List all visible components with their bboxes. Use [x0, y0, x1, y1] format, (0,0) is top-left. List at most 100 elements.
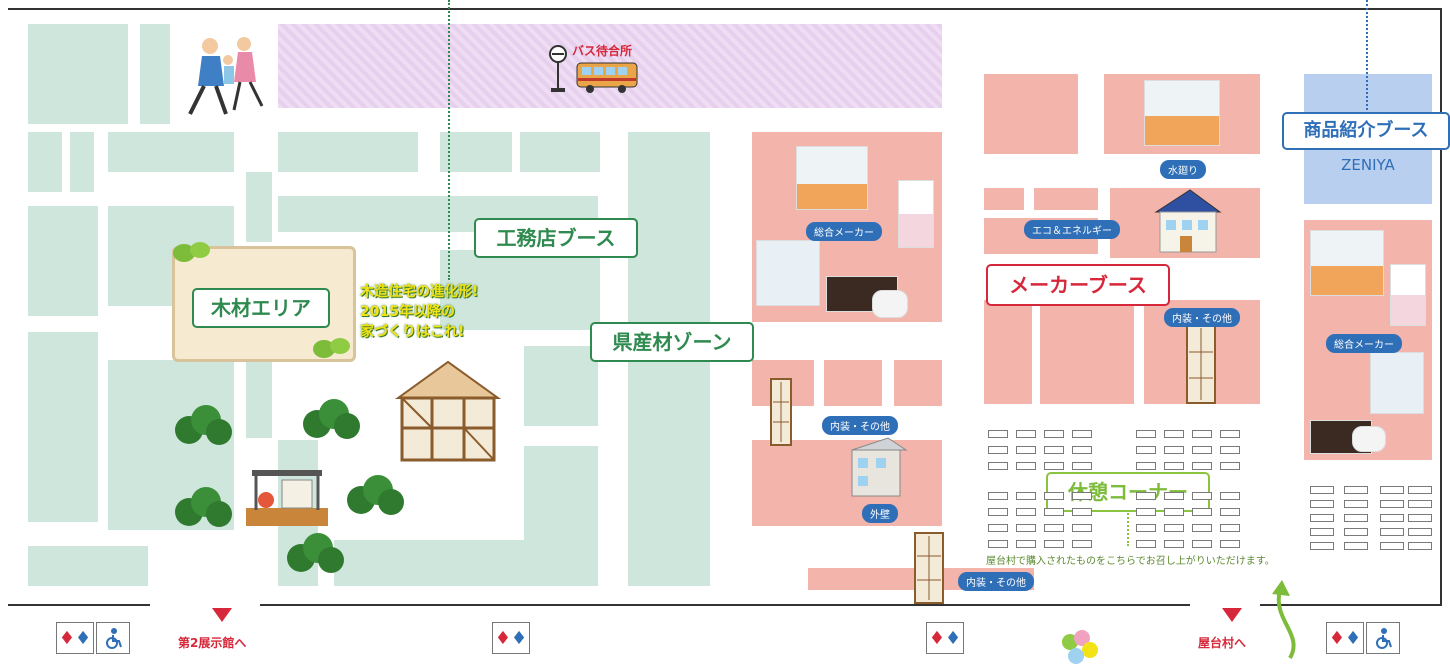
seat-mark [1136, 540, 1156, 548]
seat-mark [988, 524, 1008, 532]
seat-mark [1072, 430, 1092, 438]
seat-mark [1310, 500, 1334, 508]
seat-mark [1016, 462, 1036, 470]
pink-block [894, 360, 942, 406]
vanity-image [898, 180, 934, 248]
seat-mark [1380, 528, 1404, 536]
bus-stop-label: バス待合所 [572, 44, 633, 58]
seat-mark [1408, 514, 1432, 522]
exit-yatai[interactable]: 屋台村へ [1198, 606, 1268, 656]
restroom-icon[interactable]: ♦♦ [926, 622, 964, 654]
seat-mark [1220, 508, 1240, 516]
seat-mark [988, 430, 1008, 438]
general-maker-pill: 総合メーカー [1326, 334, 1402, 353]
restroom-icon[interactable]: ♦♦ [492, 622, 530, 654]
seat-mark [1072, 446, 1092, 454]
builder-booth-label: 工務店ブース [474, 218, 638, 258]
wheelchair-icon[interactable] [1366, 622, 1400, 654]
tree-icon [303, 399, 360, 439]
seat-mark [988, 492, 1008, 500]
seat-mark [1016, 446, 1036, 454]
seat-mark [1310, 514, 1334, 522]
seat-mark [1192, 462, 1212, 470]
seat-mark [1310, 542, 1334, 550]
seat-mark [1016, 492, 1036, 500]
mint-block [524, 446, 598, 586]
product-booth-sub-label: ZENIYA [1341, 156, 1395, 174]
entrance-gap [1190, 600, 1260, 610]
wood-area-label: 木材エリア [192, 288, 330, 328]
seat-mark [1344, 542, 1368, 550]
seat-mark [1072, 508, 1092, 516]
leaf-icon [313, 338, 350, 358]
bus-stop-sign-icon [549, 45, 567, 92]
seat-mark [1344, 486, 1368, 494]
general-maker-pill: 総合メーカー [806, 222, 882, 241]
mint-block [278, 132, 418, 172]
mint-block [108, 132, 234, 172]
seat-mark [1136, 446, 1156, 454]
rest-note: 屋台村で購入されたものをこちらでお召し上がりいただけます。 [986, 556, 1275, 567]
restroom-icon[interactable]: ♦♦ [1326, 622, 1364, 654]
mint-block [28, 332, 98, 522]
seat-mark [1164, 492, 1184, 500]
seat-mark [1164, 540, 1184, 548]
wood-caption-line: 木造住宅の進化形! [360, 284, 479, 300]
map-frame [8, 8, 1442, 606]
pink-block [984, 300, 1032, 404]
kitchen-image [1144, 80, 1220, 146]
exterior-wall-pill: 外壁 [862, 504, 898, 523]
product-booth-label: 商品紹介ブース [1282, 112, 1450, 150]
leader-line [1127, 506, 1129, 546]
seat-mark [988, 446, 1008, 454]
door-icon [914, 532, 944, 604]
exit-yatai-label: 屋台村へ [1198, 636, 1247, 650]
seat-mark [1192, 430, 1212, 438]
mint-block [246, 348, 272, 438]
rest-corner-label: 休憩コーナー [1046, 472, 1210, 512]
leader-line [1366, 0, 1368, 110]
tree-icon [287, 533, 344, 573]
tree-icon [347, 475, 404, 515]
prefecture-zone-label: 県産材ゾーン [590, 322, 754, 362]
kitchen-image [796, 146, 868, 210]
toilet-image [1352, 426, 1386, 452]
seat-mark [1044, 524, 1064, 532]
tree-icon [175, 487, 232, 527]
seat-mark [1136, 462, 1156, 470]
bathroom-image [1370, 352, 1424, 414]
bus-stop: バス待合所 [548, 40, 658, 100]
seat-mark [1164, 430, 1184, 438]
seat-mark [1072, 524, 1092, 532]
mint-block [70, 132, 94, 192]
mint-block [28, 546, 148, 586]
pink-block [1034, 188, 1098, 210]
seat-mark [1344, 528, 1368, 536]
pink-block [752, 440, 942, 526]
wheelchair-icon[interactable] [96, 622, 130, 654]
seat-mark [1192, 508, 1212, 516]
restroom-icon[interactable]: ♦♦ [56, 622, 94, 654]
mint-block [524, 346, 598, 426]
kitchen-image [1310, 230, 1384, 296]
seat-mark [988, 462, 1008, 470]
mint-block [140, 24, 170, 124]
wood-deck-icon [246, 470, 328, 526]
seat-mark [1164, 462, 1184, 470]
seat-mark [1408, 500, 1432, 508]
seat-mark [1044, 430, 1064, 438]
exit-hall2[interactable]: 第2展示館へ [178, 606, 268, 656]
seat-mark [1192, 492, 1212, 500]
exit-hall2-label: 第2展示館へ [178, 636, 247, 650]
seat-mark [1016, 430, 1036, 438]
mint-block [28, 132, 62, 192]
seat-mark [1044, 462, 1064, 470]
seat-mark [1044, 446, 1064, 454]
seat-mark [1164, 508, 1184, 516]
door-icon [770, 378, 792, 446]
seat-mark [1136, 430, 1156, 438]
door-icon [1186, 324, 1216, 404]
wood-caption-line: 2015年以降の [360, 304, 455, 320]
tree-icon [175, 405, 232, 445]
seat-mark [1344, 514, 1368, 522]
